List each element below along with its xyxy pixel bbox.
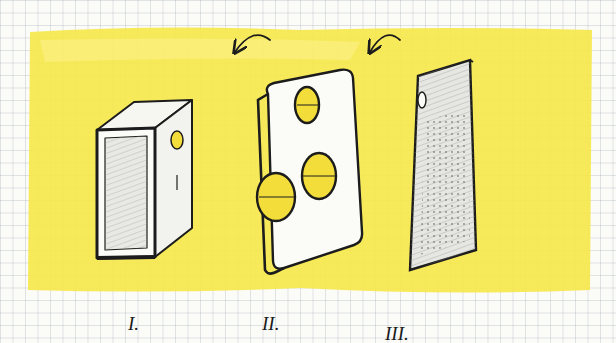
part-node: III. — [375, 38, 485, 343]
watercolor-highlight — [40, 38, 360, 62]
part-label: III. — [385, 323, 409, 343]
part-node: II. — [245, 38, 370, 335]
panel-part — [410, 60, 476, 270]
curved-arrow — [235, 35, 270, 52]
part-node: I. — [90, 38, 235, 335]
part-label: II. — [262, 313, 279, 335]
part-label: I. — [128, 313, 139, 335]
box-part — [97, 100, 192, 258]
plate-part — [257, 70, 362, 274]
watercolor-band — [28, 27, 592, 292]
curved-arrow — [370, 35, 400, 52]
